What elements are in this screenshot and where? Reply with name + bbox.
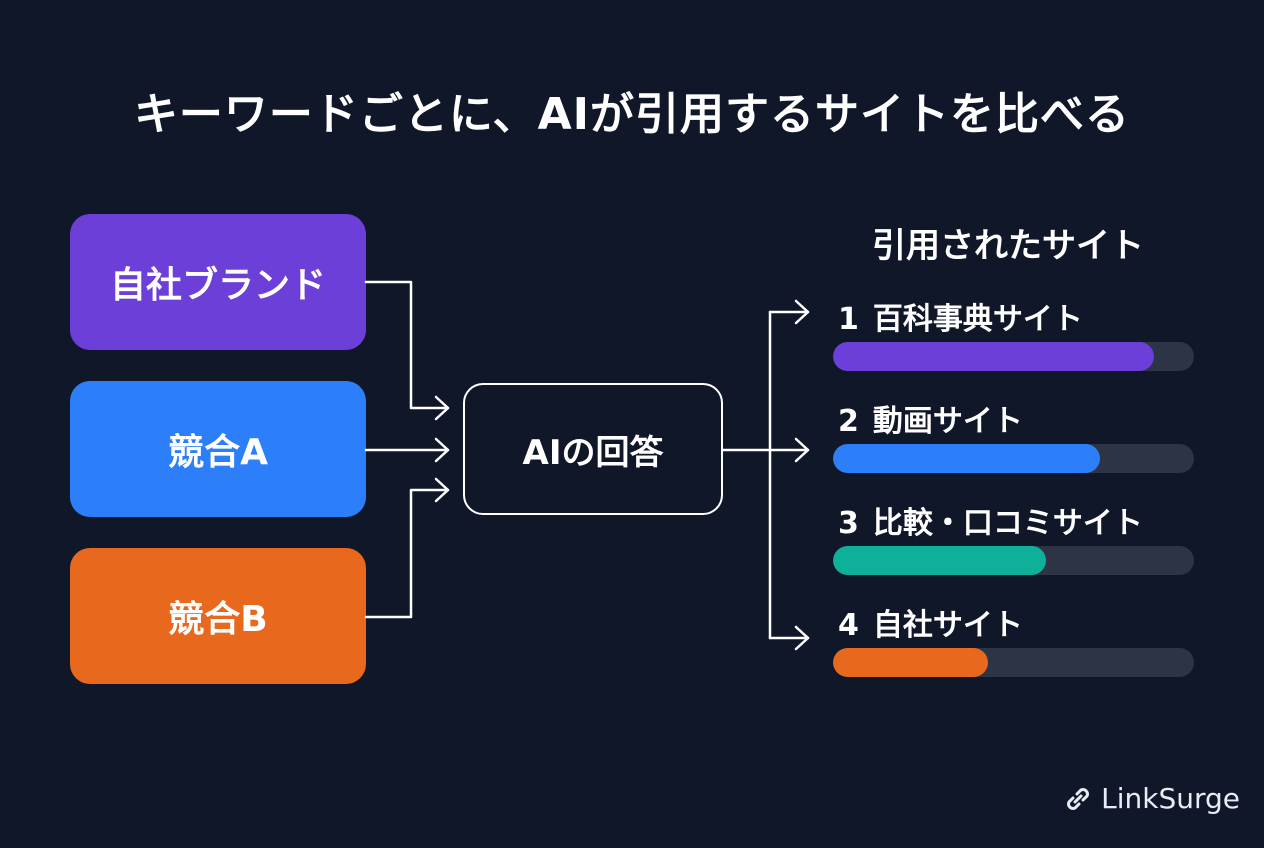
arrowhead-icon — [794, 625, 810, 651]
rank-number: 3 — [838, 506, 859, 541]
rank-label: 自社サイト — [872, 608, 1023, 643]
source-box-own-brand: 自社ブランド — [70, 214, 366, 350]
page-title: キーワードごとに、AIが引用するサイトを比べる — [133, 89, 1131, 140]
rank-bar-fill — [833, 342, 1155, 371]
rank-bar-track — [833, 648, 1194, 677]
rank-bar-fill — [833, 546, 1046, 575]
rank-bar-track — [833, 342, 1194, 371]
rank-label: 百科事典サイト — [872, 302, 1083, 337]
arrowhead-icon — [794, 299, 810, 325]
rank-item-4: 4 自社サイト — [838, 600, 1023, 644]
rank-item-2: 2 動画サイト — [838, 396, 1023, 440]
source-box-competitor-a: 競合A — [70, 381, 366, 517]
cited-sites-heading: 引用されたサイト — [872, 226, 1144, 266]
rank-bar-track — [833, 444, 1194, 473]
rank-number: 4 — [838, 608, 859, 643]
arrowhead-icon — [794, 437, 810, 463]
rank-label: 動画サイト — [872, 404, 1023, 439]
rank-label: 比較・口コミサイト — [872, 506, 1143, 541]
rank-number: 1 — [838, 302, 859, 337]
arrowhead-icon — [434, 437, 450, 463]
rank-number: 2 — [838, 404, 859, 439]
rank-item-3: 3 比較・口コミサイト — [838, 498, 1143, 542]
source-box-competitor-b: 競合B — [70, 548, 366, 684]
rank-item-1: 1 百科事典サイト — [838, 294, 1083, 338]
brand-logo: LinkSurge — [1063, 782, 1240, 815]
rank-bar-track — [833, 546, 1194, 575]
arrowhead-icon — [434, 395, 450, 421]
logo-text: LinkSurge — [1101, 782, 1240, 815]
arrow-from-own-brand — [364, 280, 450, 410]
rank-bar-fill — [833, 648, 989, 677]
link-icon — [1067, 787, 1090, 810]
arrowhead-icon — [434, 477, 450, 503]
arrow-from-competitor-b — [364, 488, 450, 619]
ai-answer-box: AIの回答 — [463, 383, 723, 515]
rank-bar-fill — [833, 444, 1101, 473]
